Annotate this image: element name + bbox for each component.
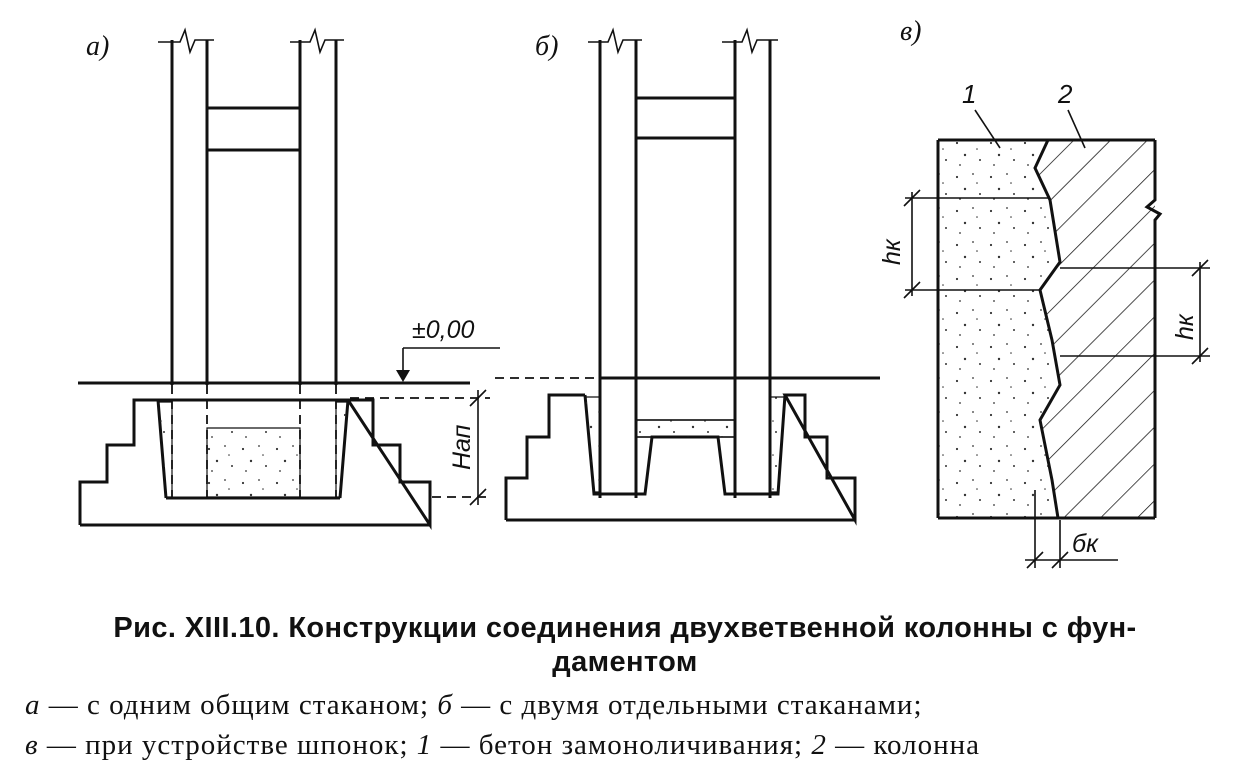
dimension-bk: бк [1025,490,1118,569]
svg-text:hк: hк [1171,313,1199,340]
svg-text:hк: hк [878,238,906,265]
figure-caption: Рис. XIII.10. Конструкции соединения дву… [0,600,1244,774]
panel-a-column [158,27,344,498]
caption-legend-line-2: в — при устройстве шпонок; 1 — бетон зам… [25,729,980,761]
column-hatched-region [1035,140,1155,518]
panel-c-label: в) [900,16,921,47]
grout-concrete-region [938,140,1060,518]
callout-1: 1 [962,79,976,109]
dimension-hk-left: hк [878,189,1050,299]
panel-a: а) ±0,00 [78,27,500,531]
panel-a-level-mark: ±0,00 [396,316,500,382]
panel-a-foundation [78,398,432,531]
panel-a-grout-fill [206,427,301,498]
panel-c: в) 1 2 hк hк бк [878,16,1210,569]
panel-b-label: б) [535,31,558,62]
caption-title-line-1: Рис. XIII.10. Конструкции соединения дву… [113,612,1137,644]
callout-2: 2 [1057,79,1073,109]
caption-title-line-2: даментом [552,646,698,678]
panel-b: б) [495,27,880,526]
dimension-hk-right: hк [1060,259,1210,365]
panel-b-foundation [504,393,857,526]
svg-text:бк: бк [1072,530,1099,558]
level-mark-text: ±0,00 [412,316,474,344]
caption-legend-line-1: а — с одним общим стаканом; б — с двумя … [25,689,923,721]
panel-a-label: а) [86,31,109,62]
panel-b-grout-fill [635,419,736,438]
height-dimension-label: Нап [448,424,476,470]
panel-a-dimension: Нап [350,389,490,506]
figure-diagram: а) ±0,00 [78,16,1210,569]
